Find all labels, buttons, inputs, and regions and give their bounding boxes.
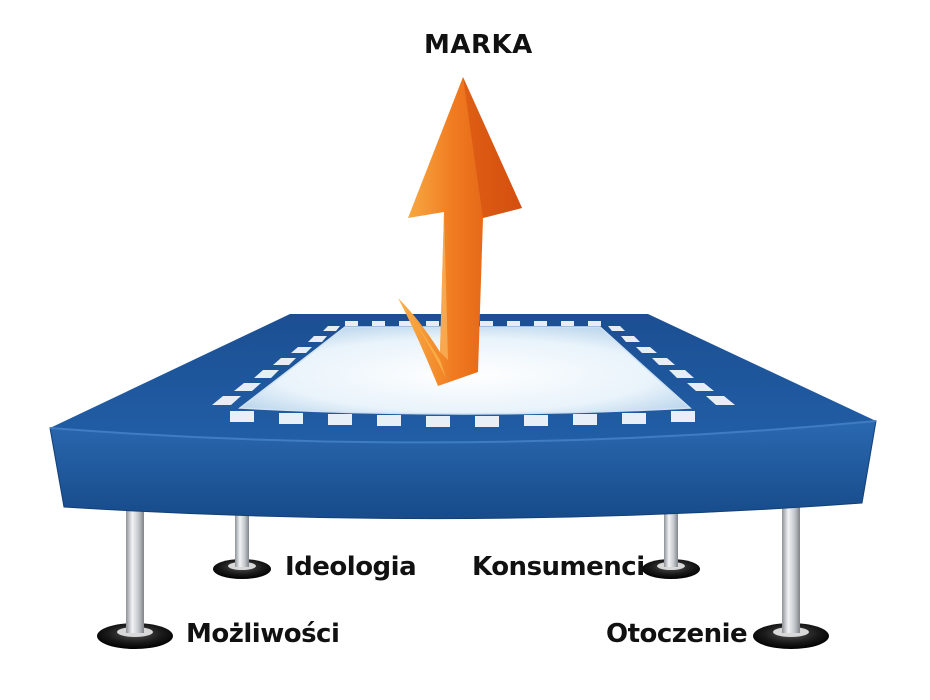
leg-label-konsumenci: Konsumenci [472,552,645,582]
leg-label-ideologia: Ideologia [285,552,417,582]
up-arrow-icon [398,77,522,386]
front-right-leg [753,505,829,649]
back-right-leg [642,510,700,579]
back-left-leg [213,510,271,579]
diagram-title: MARKA [424,30,533,60]
trampoline-icon [49,314,877,520]
front-left-leg [97,505,173,649]
leg-label-mozliwosci: Możliwości [186,619,340,649]
leg-label-otoczenie: Otoczenie [606,619,748,649]
